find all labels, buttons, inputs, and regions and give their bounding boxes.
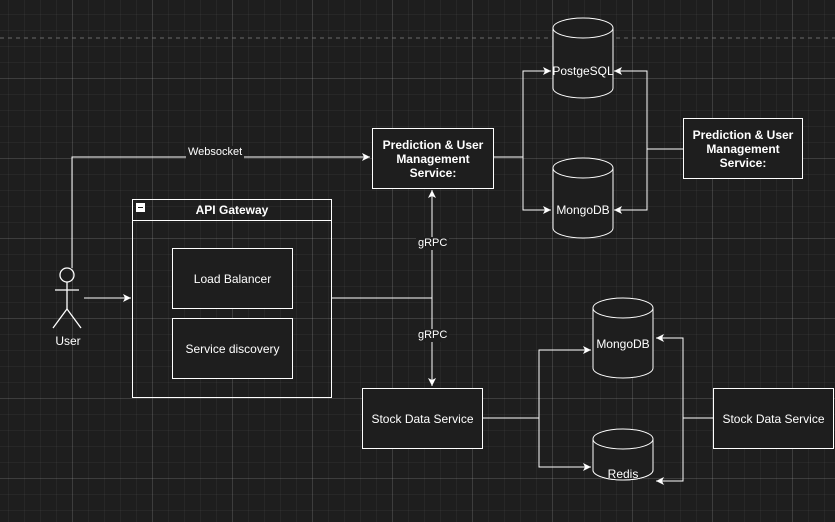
api-gateway-container[interactable] [132,199,332,398]
right-prediction-postgres-edge[interactable] [614,67,683,150]
stock-service-node[interactable]: Stock Data Service [362,388,483,449]
grpc-bottom-label: gRPC [416,329,450,342]
collapse-icon[interactable] [136,203,145,212]
redis-label: Redis [607,467,639,481]
prediction-postgres-edge[interactable] [494,67,551,158]
mongodb-top-cylinder-icon[interactable] [552,157,614,239]
mongodb-bottom-label: MongoDB [596,337,650,351]
user-actor-icon[interactable] [52,267,82,329]
stock-mongodb-edge[interactable] [483,346,591,419]
mongodb-top-label: MongoDB [556,203,610,217]
redis-cylinder-icon[interactable] [592,428,654,481]
stock-redis-edge[interactable] [538,418,591,471]
postgres-cylinder-icon[interactable] [552,17,614,99]
service-discovery-label: Service discovery [185,341,280,356]
right-stock-service-label: Stock Data Service [722,411,825,426]
prediction-service-label: Prediction & User Management Service: [382,137,484,180]
right-stock-service-node[interactable]: Stock Data Service [713,388,834,449]
websocket-edge[interactable] [71,153,370,268]
load-balancer-node[interactable]: Load Balancer [172,248,293,309]
grpc-top-label: gRPC [416,237,450,250]
prediction-mongodb-edge[interactable] [522,157,551,214]
postgres-label: PostgeSQL [552,64,614,78]
stock-service-label: Stock Data Service [371,411,474,426]
right-stock-mongodb-edge[interactable] [656,334,713,419]
load-balancer-label: Load Balancer [193,271,272,286]
right-prediction-service-label: Prediction & User Management Service: [692,127,794,170]
right-prediction-service-node[interactable]: Prediction & User Management Service: [683,118,803,179]
websocket-label: Websocket [186,146,245,159]
api-gateway-title: API Gateway [132,199,332,221]
prediction-service-node[interactable]: Prediction & User Management Service: [372,128,494,189]
mongodb-bottom-cylinder-icon[interactable] [592,297,654,379]
right-prediction-mongodb-edge[interactable] [614,149,648,214]
right-stock-redis-edge[interactable] [656,418,684,485]
user-label: User [55,334,81,348]
service-discovery-node[interactable]: Service discovery [172,318,293,379]
